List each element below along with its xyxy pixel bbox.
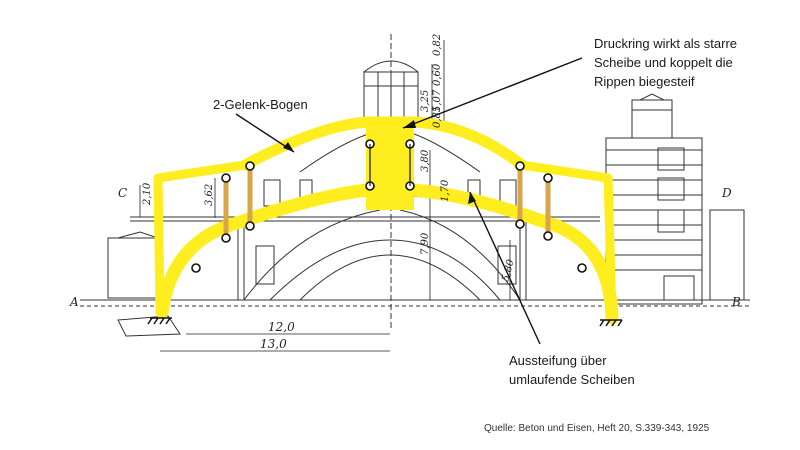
dim-h-left-2: 3,62 — [204, 184, 215, 206]
dim-h-center-4: 7,90 — [420, 232, 431, 255]
dim-h-top-2: 0,60 — [432, 63, 443, 86]
section-letter-b: B — [731, 295, 741, 309]
upper-beam-left — [153, 160, 250, 183]
left-column — [153, 173, 165, 317]
annotation-2-gelenk-bogen: 2-Gelenk-Bogen — [213, 97, 308, 112]
hinge-supports — [147, 317, 623, 327]
dim-h-center-1: 3,25 — [420, 90, 431, 112]
dim-h-left-1: 2,10 — [142, 182, 153, 206]
dim-span-inner: 12,0 — [268, 320, 295, 334]
section-letter-c: C — [118, 186, 127, 200]
joints — [191, 139, 587, 273]
section-letter-a: A — [69, 295, 79, 309]
leader-gelenk — [235, 113, 295, 153]
arch-highlight — [153, 116, 619, 325]
dim-h-top-1: 0,82 — [432, 34, 443, 56]
annotation-aussteifung: Aussteifung über umlaufende Scheiben — [509, 353, 635, 387]
compression-ring — [366, 118, 414, 210]
annotation-druckring: Druckring wirkt als starre Scheibe und k… — [594, 36, 738, 89]
upper-beam-right — [517, 160, 613, 183]
dim-h-top-3: 1,07 — [432, 89, 443, 112]
hangers — [223, 168, 551, 238]
leader-aussteifung — [469, 191, 541, 345]
dimension-lines — [139, 40, 511, 352]
leader-arrowheads — [283, 120, 476, 204]
dim-span-outer: 13,0 — [260, 337, 287, 351]
leader-lines — [235, 57, 583, 345]
right-column — [603, 173, 617, 323]
dim-h-center-2: 3,80 — [420, 149, 431, 172]
leader-druckring — [402, 57, 583, 129]
ring-outline — [369, 144, 411, 186]
dim-h-center-3: 1,70 — [440, 179, 451, 202]
source-citation: Quelle: Beton und Eisen, Heft 20, S.339-… — [484, 423, 710, 434]
section-letter-d: D — [721, 186, 732, 200]
dim-h-top-4: 0,85 — [432, 106, 443, 128]
